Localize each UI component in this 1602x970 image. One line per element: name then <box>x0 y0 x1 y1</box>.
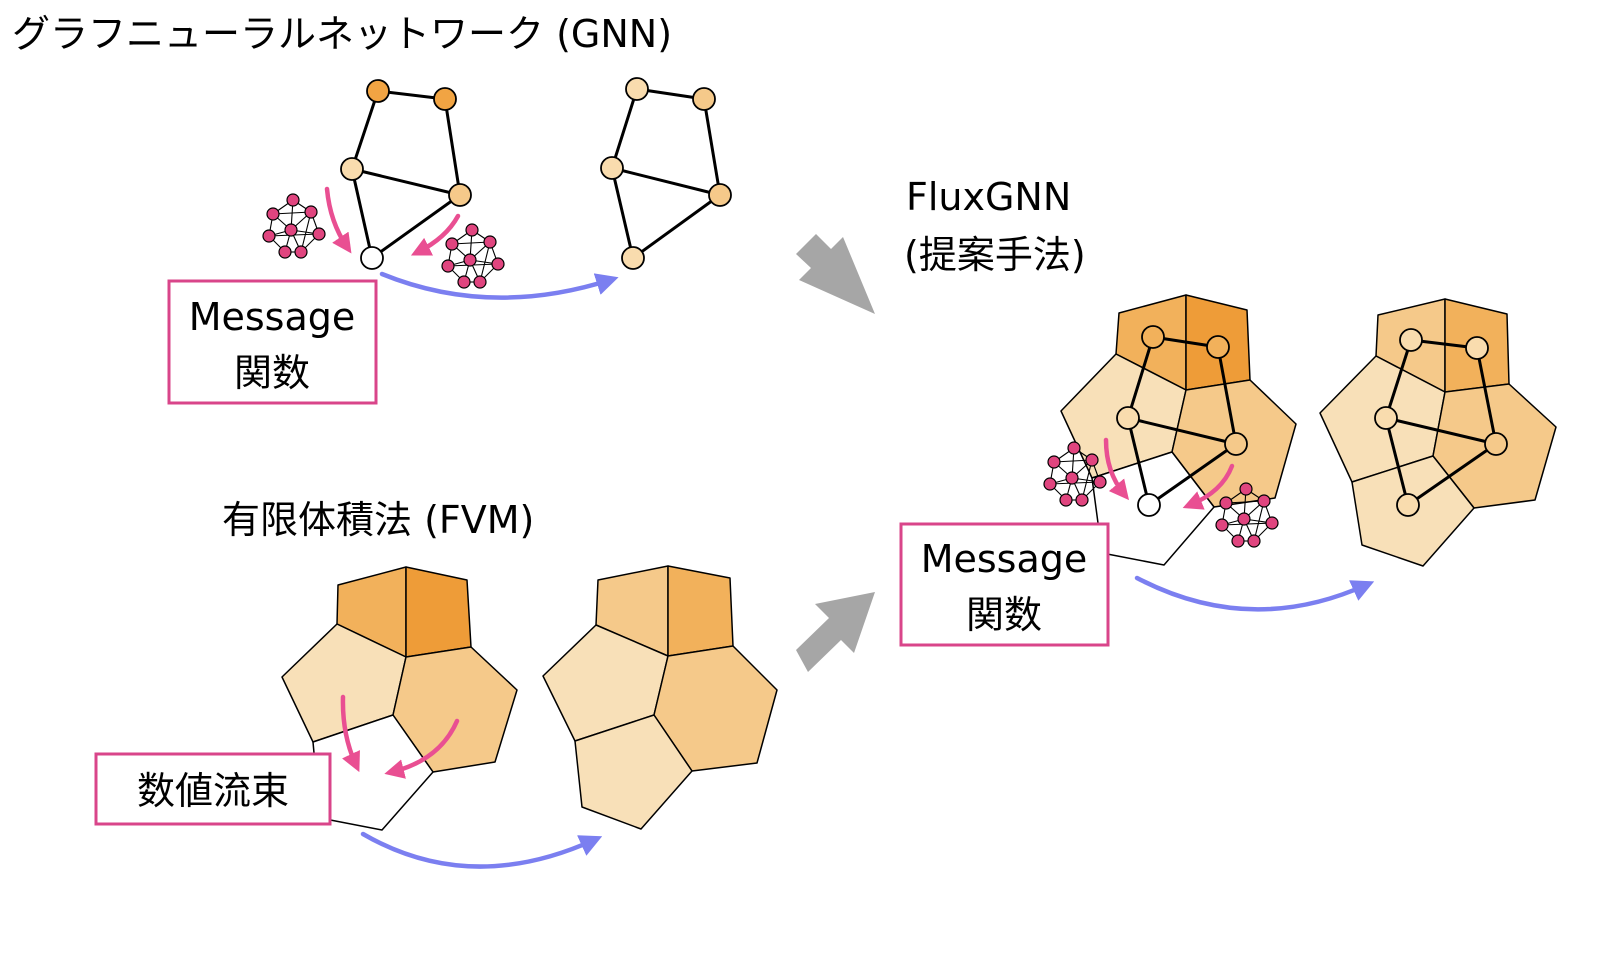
gray-arrow-up <box>796 592 875 672</box>
graph-node <box>1374 406 1398 430</box>
graph-node <box>1484 432 1508 456</box>
flux-arrow-left <box>340 694 360 773</box>
graph-node <box>448 183 472 207</box>
fvm-mesh-before <box>281 566 518 831</box>
update-arrow-fluxgnn <box>1134 575 1375 612</box>
fvm-box-label: 数値流束 <box>137 769 289 813</box>
graph-node <box>600 156 624 180</box>
fluxgnn-message-box: Message 関数 <box>899 522 1110 647</box>
update-arrow-gnn <box>379 271 619 300</box>
graph-node <box>340 157 364 181</box>
graph-node <box>366 79 390 103</box>
graph-node <box>1396 493 1420 517</box>
fluxgnn-graph-before <box>1116 325 1248 517</box>
gnn-graph-after <box>600 77 732 270</box>
fluxgnn-box-label-1: Message <box>921 537 1088 581</box>
message-arrow-left <box>1103 437 1130 501</box>
graph-node <box>1141 325 1165 349</box>
target-node <box>1137 493 1161 517</box>
gnn-graph-before <box>340 79 472 270</box>
fvm-title: 有限体積法 (FVM) <box>222 498 534 542</box>
fvm-flux-box: 数値流束 <box>94 752 332 826</box>
fluxgnn-mesh-after <box>1319 298 1557 567</box>
graph-node <box>621 246 645 270</box>
gray-arrow-down <box>796 234 875 314</box>
graph-node <box>1116 406 1140 430</box>
graph-node <box>708 183 732 207</box>
graph-node <box>433 87 457 111</box>
gnn-box-label-1: Message <box>189 295 356 339</box>
gnn-box-label-2: 関数 <box>234 351 310 395</box>
gnn-message-box: Message 関数 <box>167 279 378 405</box>
fluxgnn-subtitle: (提案手法) <box>904 233 1086 277</box>
fluxgnn-graph-after <box>1374 328 1508 517</box>
flux-arrow-right <box>384 718 460 779</box>
gnn-title: グラフニューラルネットワーク (GNN) <box>12 12 672 56</box>
message-arrow-right <box>410 213 461 256</box>
graph-node <box>1465 336 1489 360</box>
graph-node <box>1399 328 1423 352</box>
target-node <box>360 246 384 270</box>
message-graph-right <box>441 223 505 289</box>
graph-node <box>1206 335 1230 359</box>
graph-node <box>1224 432 1248 456</box>
graph-node <box>692 87 716 111</box>
message-arrow-right <box>1182 463 1235 510</box>
message-graph-left <box>262 193 326 259</box>
fluxgnn-box-label-2: 関数 <box>966 593 1042 637</box>
fvm-mesh-after <box>542 565 778 830</box>
update-arrow-fvm <box>360 831 603 869</box>
message-arrow-left <box>324 186 352 254</box>
graph-node <box>625 77 649 101</box>
fluxgnn-title: FluxGNN <box>906 175 1071 219</box>
